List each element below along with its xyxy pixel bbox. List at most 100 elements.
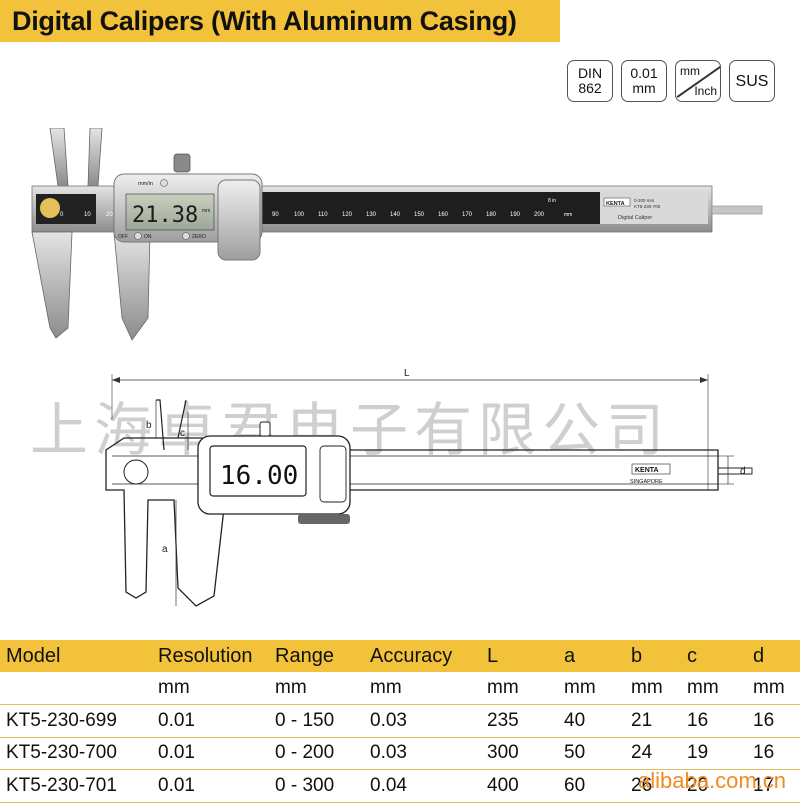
dimension-label-c: c	[180, 428, 185, 439]
arrowhead	[700, 377, 708, 383]
table-row: KT5-230-700 0.01 0 - 200 0.03 300 50 24 …	[0, 737, 800, 770]
table-cell: 0 - 300	[269, 769, 364, 803]
table-cell: 50	[558, 737, 625, 770]
scale-number: 140	[390, 212, 401, 218]
column-header: d	[747, 640, 800, 672]
table-cell: 235	[481, 704, 558, 738]
off-button: OFF	[118, 234, 128, 240]
scale-number: 10	[84, 212, 91, 218]
alibaba-watermark: alibaba.com.cn	[638, 768, 786, 793]
sus-badge: SUS	[729, 60, 775, 102]
unit-cell: mm	[269, 672, 364, 705]
off-button-icon	[134, 232, 142, 240]
scale-number: 110	[318, 212, 328, 218]
table-cell: 60	[558, 769, 625, 803]
badge-text: 0.01	[630, 65, 658, 81]
scale-number: 200	[534, 212, 545, 218]
dimension-label-a: a	[162, 544, 168, 555]
lcd-display	[125, 193, 215, 231]
thumb-roller	[173, 153, 191, 173]
dimension-label-d: d	[740, 466, 746, 477]
table-cell: 0 - 150	[269, 704, 364, 738]
lion-logo-icon	[40, 198, 60, 218]
zero-button-icon	[182, 232, 190, 240]
scale-number: 20	[106, 212, 113, 218]
caliper-photo: 0 10 20 90 100 110 120 130 140 150 160 1…	[31, 128, 763, 341]
product-text: Digital Caliper	[618, 215, 652, 221]
page-title: Digital Calipers (With Aluminum Casing)	[12, 6, 517, 36]
units-row: mm mm mm mm mm mm mm mm	[0, 672, 800, 705]
table-cell: 0.04	[364, 769, 481, 803]
table-row: KT5-230-701 0.01 0 - 300 0.04 400 60 26 …	[0, 769, 800, 803]
zero-button: ZERO	[192, 234, 206, 240]
thumb-roller	[259, 421, 271, 437]
column-header: L	[481, 640, 558, 672]
scale-unit: mm	[564, 212, 572, 218]
column-header: Accuracy	[364, 640, 481, 672]
table-cell: KT5-230-700	[0, 737, 152, 770]
table-cell: 0.01	[152, 737, 269, 770]
model-text: KT5-230-700	[634, 204, 661, 209]
table-cell: 19	[681, 737, 747, 770]
brand-logo: KENTA	[635, 467, 659, 474]
column-header: b	[625, 640, 681, 672]
scale-number: 170	[462, 212, 473, 218]
lcd-reading: 16.00	[220, 461, 298, 491]
badge-text: mm	[680, 64, 700, 78]
inch-label: 8 in	[548, 198, 556, 204]
table-row: KT5-230-699 0.01 0 - 150 0.03 235 40 21 …	[0, 704, 800, 738]
unit-cell	[0, 672, 152, 705]
spec-badges: DIN 862 0.01 mm mm Inch SUS	[567, 60, 775, 102]
column-header: Range	[269, 640, 364, 672]
table-cell: 0.03	[364, 704, 481, 738]
scale-number: 100	[294, 212, 305, 218]
table-cell: 0 - 200	[269, 737, 364, 770]
brand-box	[631, 463, 671, 475]
scale-number: 160	[438, 212, 449, 218]
table-cell: KT5-230-701	[0, 769, 152, 803]
origin-text: SINGAPORE	[630, 479, 663, 485]
lcd-display	[209, 445, 307, 497]
unit-cell: mm	[152, 672, 269, 705]
table-cell: 0.03	[364, 737, 481, 770]
resolution-badge: 0.01 mm	[621, 60, 667, 102]
table-cell: 24	[625, 737, 681, 770]
column-header: a	[558, 640, 625, 672]
caliper-outline	[105, 437, 719, 607]
specifications-table: Model Resolution Range Accuracy L a b c …	[0, 640, 800, 803]
table-cell: 16	[747, 737, 800, 770]
table-cell: 40	[558, 704, 625, 738]
scale-number: 150	[414, 212, 425, 218]
scale-number: 90	[272, 212, 279, 218]
table-cell: 16	[681, 704, 747, 738]
dimension-label-b: b	[146, 420, 152, 431]
column-header: c	[681, 640, 747, 672]
badge-text: DIN	[577, 65, 603, 81]
inside-jaws	[156, 399, 187, 451]
button-panel	[319, 445, 347, 503]
badge-text: Inch	[694, 84, 717, 98]
brand-logo: KENTA	[606, 201, 625, 207]
unit-cell: mm	[558, 672, 625, 705]
column-header: Model	[0, 640, 152, 672]
badge-text: SUS	[735, 72, 769, 90]
mm-in-button-icon	[160, 179, 168, 187]
scale-number: 130	[366, 212, 377, 218]
column-header: Resolution	[152, 640, 269, 672]
dimension-label-L: L	[404, 368, 410, 379]
unit-cell: mm	[747, 672, 800, 705]
depth-rod	[718, 467, 753, 475]
lcd-reading: 21.38	[132, 203, 198, 228]
unit-cell: mm	[625, 672, 681, 705]
range-text: 0-200 mm	[634, 198, 655, 203]
table-cell: 16	[747, 704, 800, 738]
table-cell: KT5-230-699	[0, 704, 152, 738]
lion-logo-icon	[123, 459, 149, 485]
unit-cell: mm	[364, 672, 481, 705]
lcd-unit: mm	[202, 208, 210, 214]
table-cell: 0.01	[152, 769, 269, 803]
scale-number: 120	[342, 212, 353, 218]
title-bar: Digital Calipers (With Aluminum Casing)	[0, 0, 560, 42]
table-cell: 300	[481, 737, 558, 770]
mm-in-button: mm/in	[138, 181, 153, 187]
